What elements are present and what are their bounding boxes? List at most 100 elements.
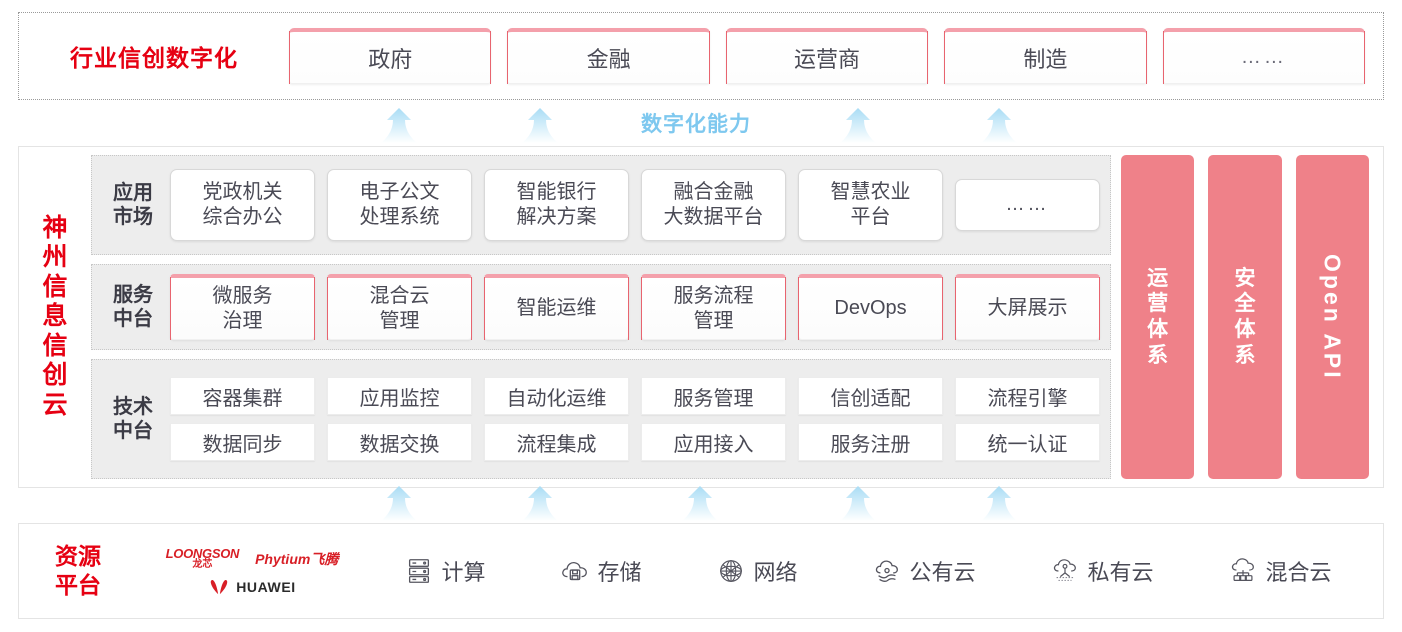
up-arrow-icon: [520, 485, 560, 523]
loongson-logo: LOONGSON 龙芯: [165, 546, 240, 570]
vendor-logo-row: HUAWEI: [208, 579, 296, 595]
vendor-logo-group: LOONGSON 龙芯 Phytium飞腾 HUAWEI: [137, 547, 367, 595]
app-card-edoc-system[interactable]: 电子公文处理系统: [327, 169, 472, 241]
cloud-platform-box: 神 州 信 息 信 创 云 应用 市场 党政机关综合办公: [18, 146, 1384, 488]
tech-card-container-cluster[interactable]: 容器集群: [170, 377, 315, 415]
cloud-title-char: 息: [42, 302, 68, 331]
server-icon: [409, 559, 430, 583]
cloud-title-char: 创: [42, 361, 68, 390]
resource-platform-box: 资源 平台 LOONGSON 龙芯 Phytium飞腾 HUAWEI: [18, 523, 1384, 619]
app-card-more[interactable]: ……: [955, 179, 1100, 231]
huawei-petal-icon: [210, 580, 228, 595]
hybrid-cloud-icon: [1232, 558, 1255, 581]
industry-band: 行业信创数字化 政府 金融 运营商 制造 ……: [18, 12, 1384, 100]
service-card-microservice-governance[interactable]: 微服务治理: [170, 274, 315, 340]
tech-card-automation-ops[interactable]: 自动化运维: [484, 377, 629, 415]
industry-band-title: 行业信创数字化: [70, 45, 238, 71]
pillar-security-system[interactable]: 安全体系: [1208, 155, 1282, 479]
cloud-title-char: 信: [42, 272, 68, 301]
pillar-operations-system[interactable]: 运营体系: [1121, 155, 1195, 479]
resource-item-private-cloud[interactable]: 私有云: [1050, 555, 1154, 587]
resource-item-label: 计算: [441, 560, 486, 585]
tech-card-data-exchange[interactable]: 数据交换: [327, 423, 472, 461]
tech-card-data-sync[interactable]: 数据同步: [170, 423, 315, 461]
resource-item-label: 私有云: [1087, 560, 1154, 585]
service-card-aiops[interactable]: 智能运维: [484, 274, 629, 340]
app-card-gov-office[interactable]: 党政机关综合办公: [170, 169, 315, 241]
app-card-smart-agriculture[interactable]: 智慧农业平台: [798, 169, 943, 241]
up-arrow-icon: [379, 485, 419, 523]
service-card-hybrid-cloud-mgmt[interactable]: 混合云管理: [327, 274, 472, 340]
resource-item-label: 网络: [753, 560, 798, 585]
resource-item-list: 计算 存储: [367, 555, 1383, 587]
industry-card-manufacturing[interactable]: 制造: [944, 28, 1148, 84]
industry-card-finance[interactable]: 金融: [507, 28, 711, 84]
pillar-open-api[interactable]: Open API: [1295, 155, 1369, 479]
up-arrow-icon: [379, 107, 419, 145]
resource-platform-title: 资源 平台: [55, 543, 101, 598]
tech-card-row: 数据同步 数据交换 流程集成 应用接入 服务注册 统一认证: [170, 423, 1100, 461]
tier-label-tech-platform: 技术 中台: [113, 395, 153, 442]
cloud-title-char: 神: [42, 213, 68, 242]
industry-card-carrier[interactable]: 运营商: [725, 28, 929, 84]
tech-card-service-registry[interactable]: 服务注册: [798, 423, 943, 461]
service-card-devops[interactable]: DevOps: [798, 274, 943, 340]
tech-card-row: 容器集群 应用监控 自动化运维 服务管理 信创适配 流程引擎: [170, 377, 1100, 415]
tier-service-platform: 服务 中台 微服务治理 混合云管理 智能运维: [91, 264, 1111, 350]
resource-item-storage[interactable]: 存储: [560, 555, 642, 587]
tier-label-service-platform: 服务 中台: [113, 283, 153, 330]
tech-card-unified-auth[interactable]: 统一认证: [955, 423, 1100, 461]
app-card-finance-bigdata[interactable]: 融合金融大数据平台: [641, 169, 786, 241]
public-cloud-icon: [876, 560, 899, 582]
network-mesh-icon: [720, 560, 743, 582]
up-arrow-icon: [838, 485, 878, 523]
private-cloud-icon: [1054, 559, 1077, 581]
resource-item-compute[interactable]: 计算: [404, 555, 486, 587]
tier-tech-platform: 技术 中台 容器集群 应用监控 自动化运维 服务管理 信创适配 流程引擎: [91, 359, 1111, 479]
capability-label: 数字化能力: [641, 113, 751, 136]
pillar-label: Open API: [1319, 253, 1346, 381]
tech-card-service-mgmt[interactable]: 服务管理: [641, 377, 786, 415]
tech-card-xinchuang-adaptation[interactable]: 信创适配: [798, 377, 943, 415]
service-card-process-mgmt[interactable]: 服务流程管理: [641, 274, 786, 340]
industry-card-list: 政府 金融 运营商 制造 ……: [289, 28, 1383, 84]
vendor-logo-row: LOONGSON 龙芯 Phytium飞腾: [166, 547, 339, 570]
tech-card-grid: 容器集群 应用监控 自动化运维 服务管理 信创适配 流程引擎 数据同步 数据交换…: [170, 377, 1100, 461]
tier-app-market: 应用 市场 党政机关综合办公 电子公文处理系统 智能银行解决方案: [91, 155, 1111, 255]
pillar-label: 运营体系: [1147, 266, 1169, 367]
tech-card-process-integration[interactable]: 流程集成: [484, 423, 629, 461]
up-arrow-icon: [680, 485, 720, 523]
resource-item-hybrid-cloud[interactable]: 混合云: [1228, 555, 1332, 587]
resource-item-label: 存储: [597, 560, 642, 585]
industry-card-government[interactable]: 政府: [289, 28, 492, 84]
capability-gap: 数字化能力: [0, 100, 1402, 145]
app-card-smart-bank[interactable]: 智能银行解决方案: [484, 169, 629, 241]
up-arrow-icon: [838, 107, 878, 145]
industry-card-more[interactable]: ……: [1162, 28, 1366, 84]
app-market-card-list: 党政机关综合办公 电子公文处理系统 智能银行解决方案 融合金融大数据平台 智慧农: [170, 169, 1100, 241]
huawei-wordmark: HUAWEI: [236, 579, 296, 595]
tech-card-app-access[interactable]: 应用接入: [641, 423, 786, 461]
resource-gap: [0, 486, 1402, 523]
resource-item-public-cloud[interactable]: 公有云: [872, 555, 976, 587]
tier-label-app-market: 应用 市场: [113, 181, 153, 228]
cloud-title-char: 云: [42, 390, 68, 419]
up-arrow-icon: [520, 107, 560, 145]
resource-item-label: 混合云: [1265, 560, 1332, 585]
up-arrow-icon: [979, 107, 1019, 145]
tech-card-process-engine[interactable]: 流程引擎: [955, 377, 1100, 415]
cloud-platform-title: 神 州 信 息 信 创 云: [19, 147, 91, 487]
service-card-dashboard[interactable]: 大屏展示: [955, 274, 1100, 340]
resource-item-network[interactable]: 网络: [716, 555, 798, 587]
resource-item-label: 公有云: [909, 560, 976, 585]
up-arrow-icon: [979, 485, 1019, 523]
pillar-list: 运营体系 安全体系 Open API: [1121, 155, 1373, 479]
cloud-storage-icon: [562, 561, 588, 581]
cloud-tier-list: 应用 市场 党政机关综合办公 电子公文处理系统 智能银行解决方案: [91, 155, 1111, 479]
tech-card-app-monitoring[interactable]: 应用监控: [327, 377, 472, 415]
cloud-body: 应用 市场 党政机关综合办公 电子公文处理系统 智能银行解决方案: [91, 147, 1383, 487]
pillar-label: 安全体系: [1234, 266, 1256, 367]
phytium-logo: Phytium飞腾: [255, 550, 339, 567]
service-card-list: 微服务治理 混合云管理 智能运维 服务流程管理 DevOps: [170, 274, 1100, 340]
